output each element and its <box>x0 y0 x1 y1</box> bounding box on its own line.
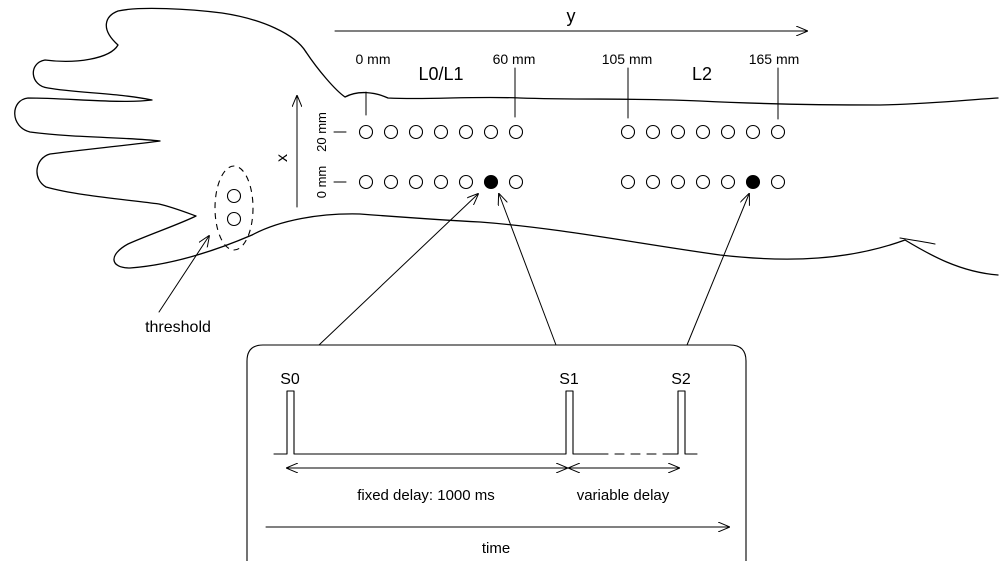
tactor <box>672 176 685 189</box>
threshold-label: threshold <box>145 319 211 336</box>
position-markers: 0 mm 60 mm 105 mm 165 mm L0/L1 L2 <box>356 51 800 119</box>
tactor <box>722 176 735 189</box>
tactor <box>460 126 473 139</box>
tactor <box>772 126 785 139</box>
position-label-105mm: 105 mm <box>602 51 653 67</box>
x-axis-label: x <box>274 154 291 162</box>
pulse-label-s2: S2 <box>671 371 691 388</box>
tactor <box>385 126 398 139</box>
position-label-165mm: 165 mm <box>749 51 800 67</box>
tactor <box>460 176 473 189</box>
position-label-60mm: 60 mm <box>493 51 536 67</box>
y-axis: y <box>335 6 807 31</box>
y-axis-label: y <box>567 6 576 26</box>
threshold-tactor <box>228 190 241 203</box>
tactor <box>410 126 423 139</box>
stimulus-arrows <box>319 194 749 345</box>
row-label-20mm: 20 mm <box>314 112 329 152</box>
variable-delay-label: variable delay <box>577 487 670 504</box>
pulse-train-end <box>665 391 697 454</box>
tactor <box>697 126 710 139</box>
row-labels: 20 mm 0 mm <box>314 112 346 198</box>
row-label-0mm: 0 mm <box>314 166 329 199</box>
tactor <box>772 176 785 189</box>
tactor <box>410 176 423 189</box>
tactor <box>485 126 498 139</box>
tactor <box>722 126 735 139</box>
tactor <box>360 126 373 139</box>
tactor <box>622 126 635 139</box>
stimulated-tactor <box>485 176 498 189</box>
threshold-site: threshold <box>145 166 253 336</box>
tactor <box>385 176 398 189</box>
tactor <box>435 176 448 189</box>
group-label-left: L0/L1 <box>418 64 463 84</box>
tactor-array <box>360 126 785 189</box>
tactor <box>747 126 760 139</box>
time-axis-label: time <box>482 540 510 557</box>
tactor <box>435 126 448 139</box>
x-axis: x <box>274 96 297 207</box>
arm-outline <box>15 8 998 275</box>
tactor <box>510 176 523 189</box>
fixed-delay-label: fixed delay: 1000 ms <box>357 487 495 504</box>
threshold-tactor <box>228 213 241 226</box>
tactor <box>697 176 710 189</box>
tactor <box>647 176 660 189</box>
stimulated-tactor <box>747 176 760 189</box>
pulse-label-s0: S0 <box>280 371 300 388</box>
tactor <box>510 126 523 139</box>
tactor <box>647 126 660 139</box>
pulse-label-s1: S1 <box>559 371 579 388</box>
position-label-0mm: 0 mm <box>356 51 391 67</box>
tactor <box>672 126 685 139</box>
group-label-right: L2 <box>692 64 712 84</box>
pulse-train-solid <box>274 391 599 454</box>
tactor <box>622 176 635 189</box>
tactor <box>360 176 373 189</box>
timing-panel: S0 S1 S2 fixed delay: 1000 ms variable d… <box>247 345 746 561</box>
